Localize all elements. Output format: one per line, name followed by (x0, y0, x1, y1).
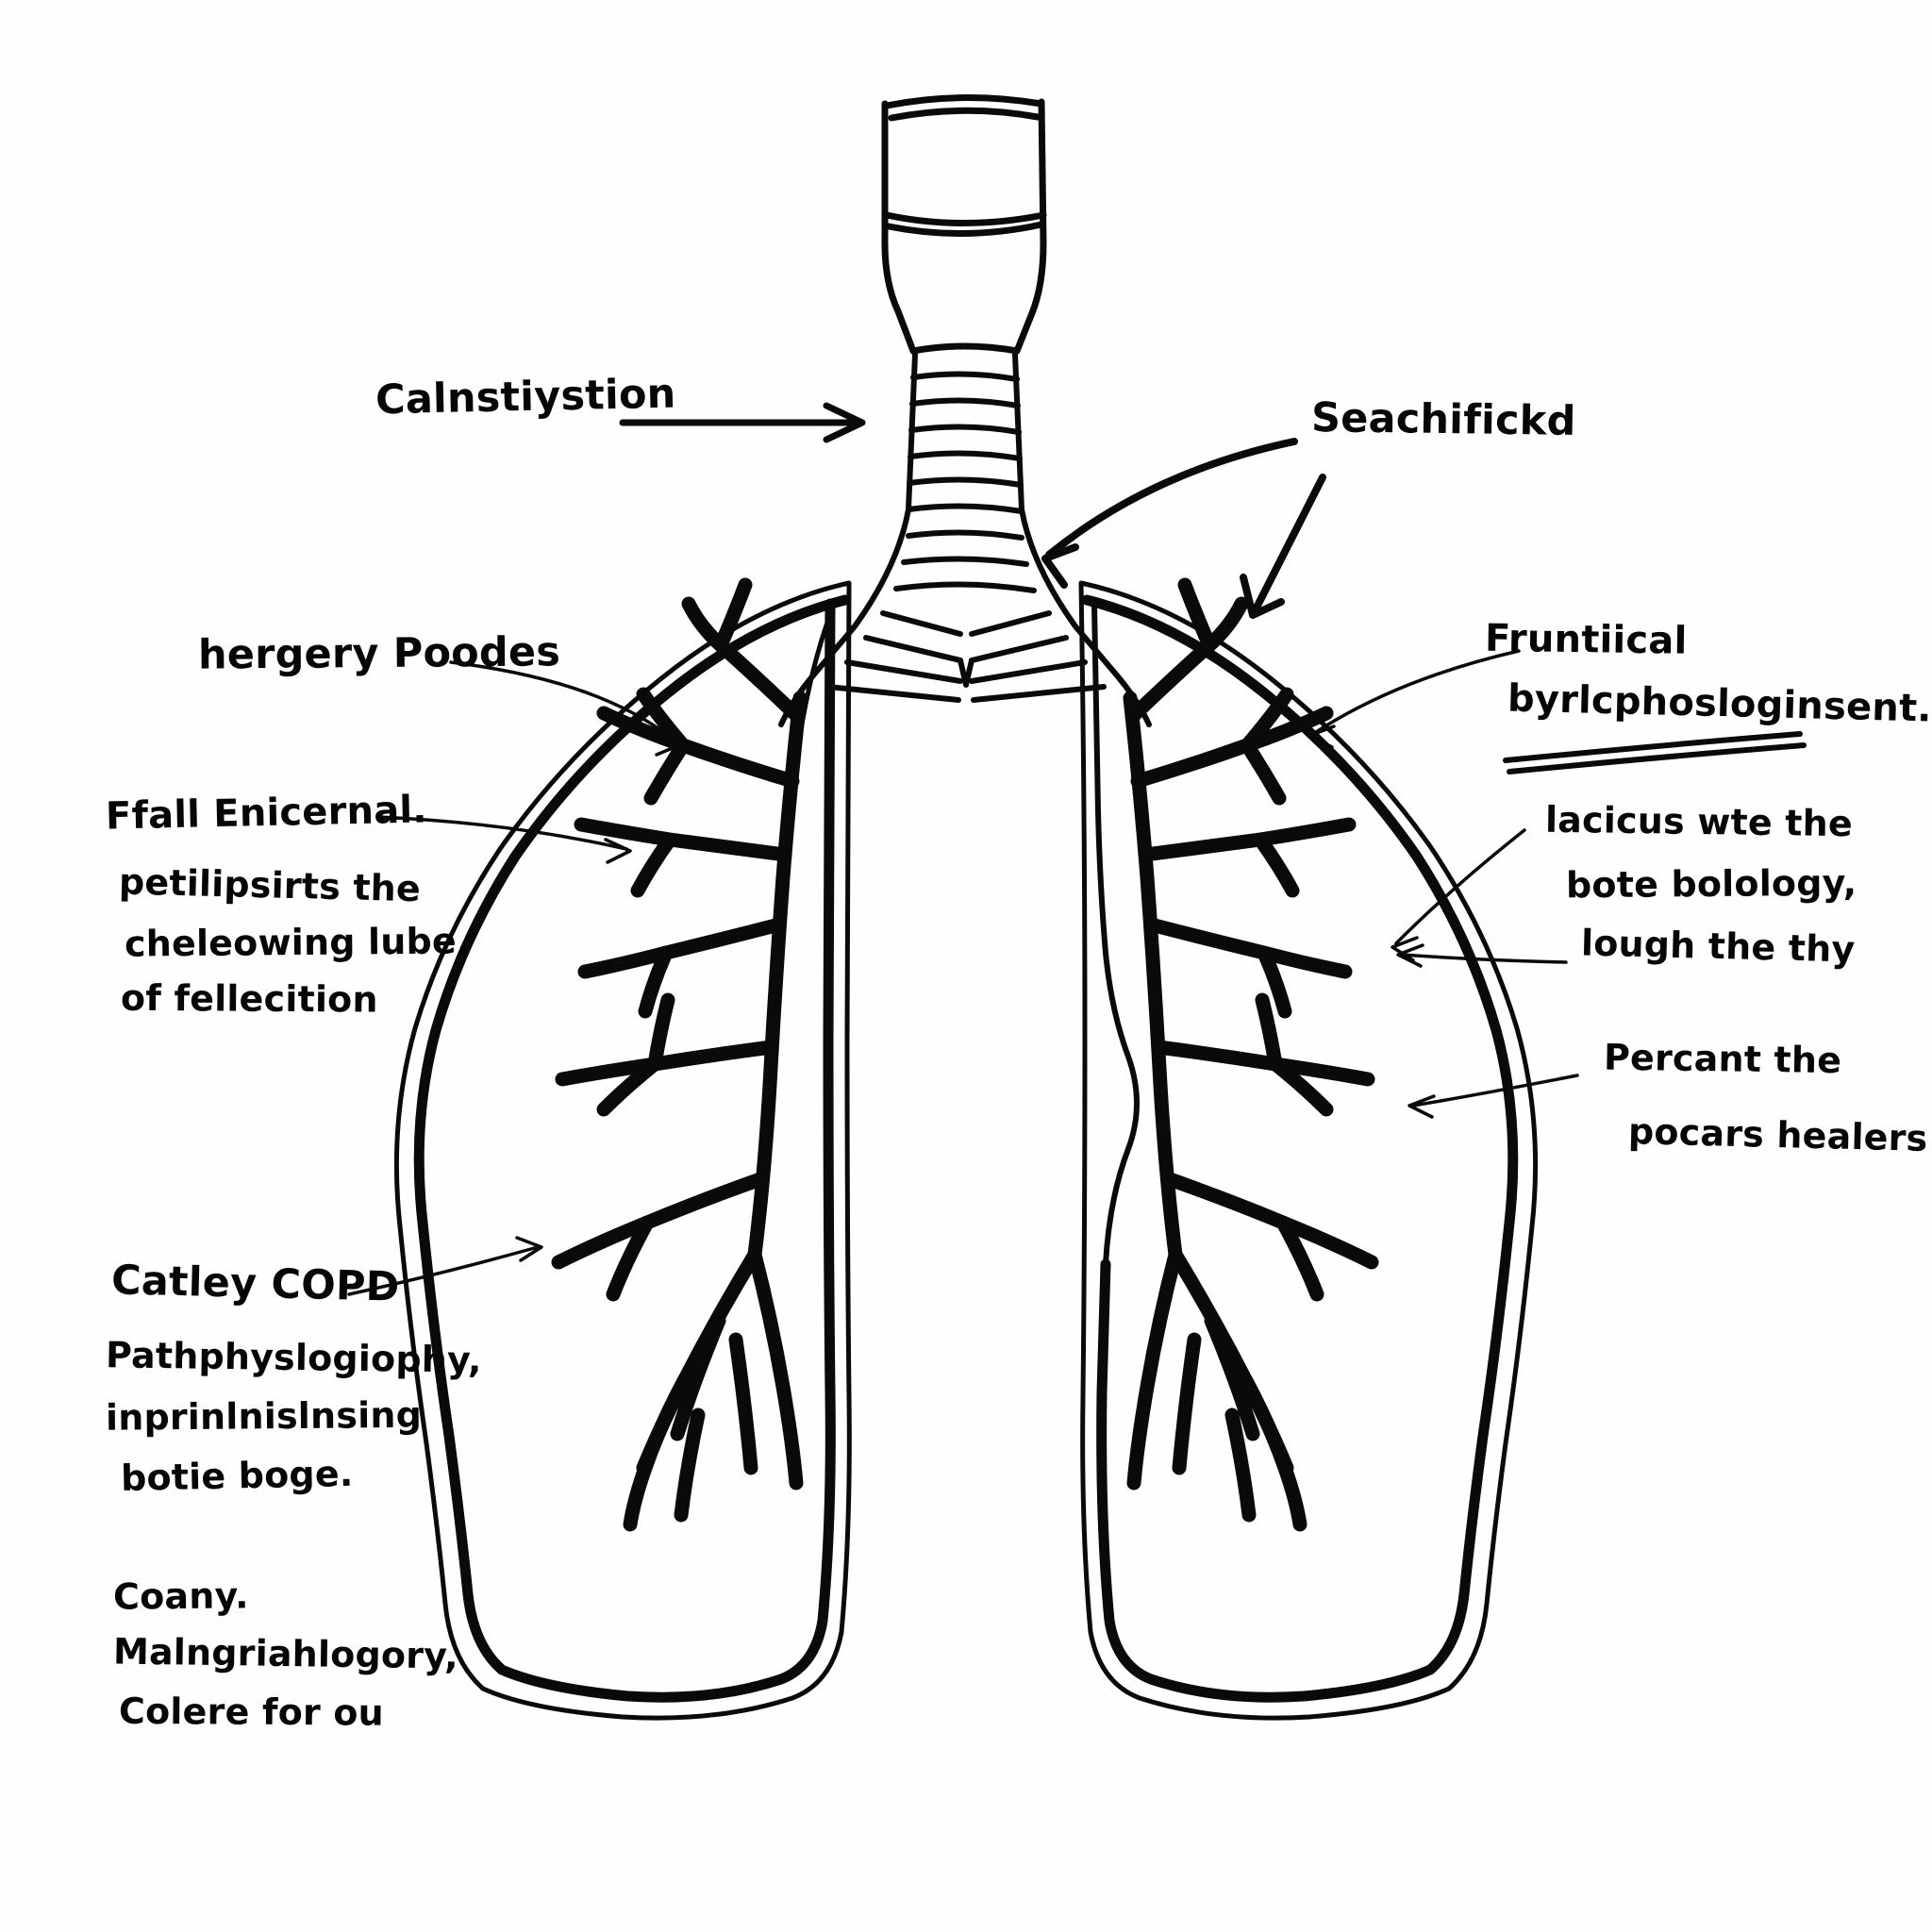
label-left-lower-heading-text: Catley COPD (110, 1257, 401, 1311)
left-lung-outline (393, 580, 852, 1721)
label-right-mid-line-2: lough the thy (1580, 922, 1856, 971)
leader-arrow-curved-right (1041, 438, 1298, 589)
label-left-mid-body: petilipsirts the cheleowing lube. of fel… (119, 860, 471, 1021)
label-right-upper: Fruntiical byrlcphosloginsent. (1484, 616, 1932, 731)
leader-right-mid-b (1396, 943, 1568, 968)
right-upper-underline (1503, 731, 1807, 774)
right-bronchial-tree (1123, 577, 1379, 1532)
label-left-lower-heading: Catley COPD (110, 1257, 401, 1311)
label-left-lower-line-2: botie boge. (120, 1452, 354, 1500)
label-top-left-line-0: Calnstiystion (375, 370, 676, 425)
label-right-lower-line-0: Percant the (1603, 1036, 1842, 1082)
leader-right-upper (1307, 649, 1521, 749)
leader-left-mid (375, 815, 632, 864)
larynx-box (881, 93, 1047, 355)
label-top-right: Seachifickd (1310, 394, 1576, 445)
label-right-lower-line-1: pocars healers (1627, 1110, 1928, 1159)
label-top-left: Calnstiystion (375, 370, 676, 425)
label-left-bottom: Coany. Malngriahlogory, Colere for ou (112, 1574, 459, 1734)
label-left-bottom-line-0: Coany. (112, 1574, 249, 1618)
label-left-lower-line-0: Pathphyslogiophy, (105, 1334, 483, 1381)
trachea-rings (906, 352, 1024, 514)
label-left-bottom-line-1: Malngriahlogory, (112, 1630, 459, 1677)
label-right-lower: Percant the pocars healers (1603, 1036, 1928, 1159)
label-right-upper-line-0: Fruntiical (1484, 616, 1688, 663)
label-left-upper-line-0: hergery Poodes (197, 628, 561, 679)
leader-right-lower (1407, 1074, 1579, 1119)
label-left-bottom-line-2: Colere for ou (118, 1690, 385, 1734)
label-left-upper: hergery Poodes (197, 628, 561, 679)
label-left-mid-line-2: of fellecition (120, 976, 378, 1021)
label-left-lower-body: Pathphyslogiophy, inprinlnislnsing botie… (105, 1334, 483, 1499)
leader-arrow-top-left (619, 402, 866, 443)
label-left-mid-line-0: petilipsirts the (118, 860, 422, 910)
leader-left-upper (449, 660, 681, 757)
left-bronchial-tree (551, 577, 808, 1532)
label-right-mid-line-1: bote bolology, (1565, 861, 1857, 907)
right-lung-outline (1078, 580, 1539, 1721)
label-top-right-line-0: Seachifickd (1310, 394, 1576, 445)
label-right-mid: lacicus wte the bote bolology, lough the… (1544, 798, 1857, 971)
label-left-mid-heading: Ffall Enicernal. (105, 788, 428, 839)
label-right-mid-line-0: lacicus wte the (1544, 798, 1854, 845)
label-left-mid-line-1: cheleowing lube. (124, 920, 471, 965)
label-left-lower-line-1: inprinlnislnsing (105, 1393, 423, 1439)
leader-arrow-down-right (1240, 474, 1326, 619)
label-right-upper-line-1: byrlcphosloginsent. (1507, 676, 1932, 731)
leader-left-lower (347, 1236, 543, 1296)
label-left-mid-heading-text: Ffall Enicernal. (105, 788, 428, 839)
